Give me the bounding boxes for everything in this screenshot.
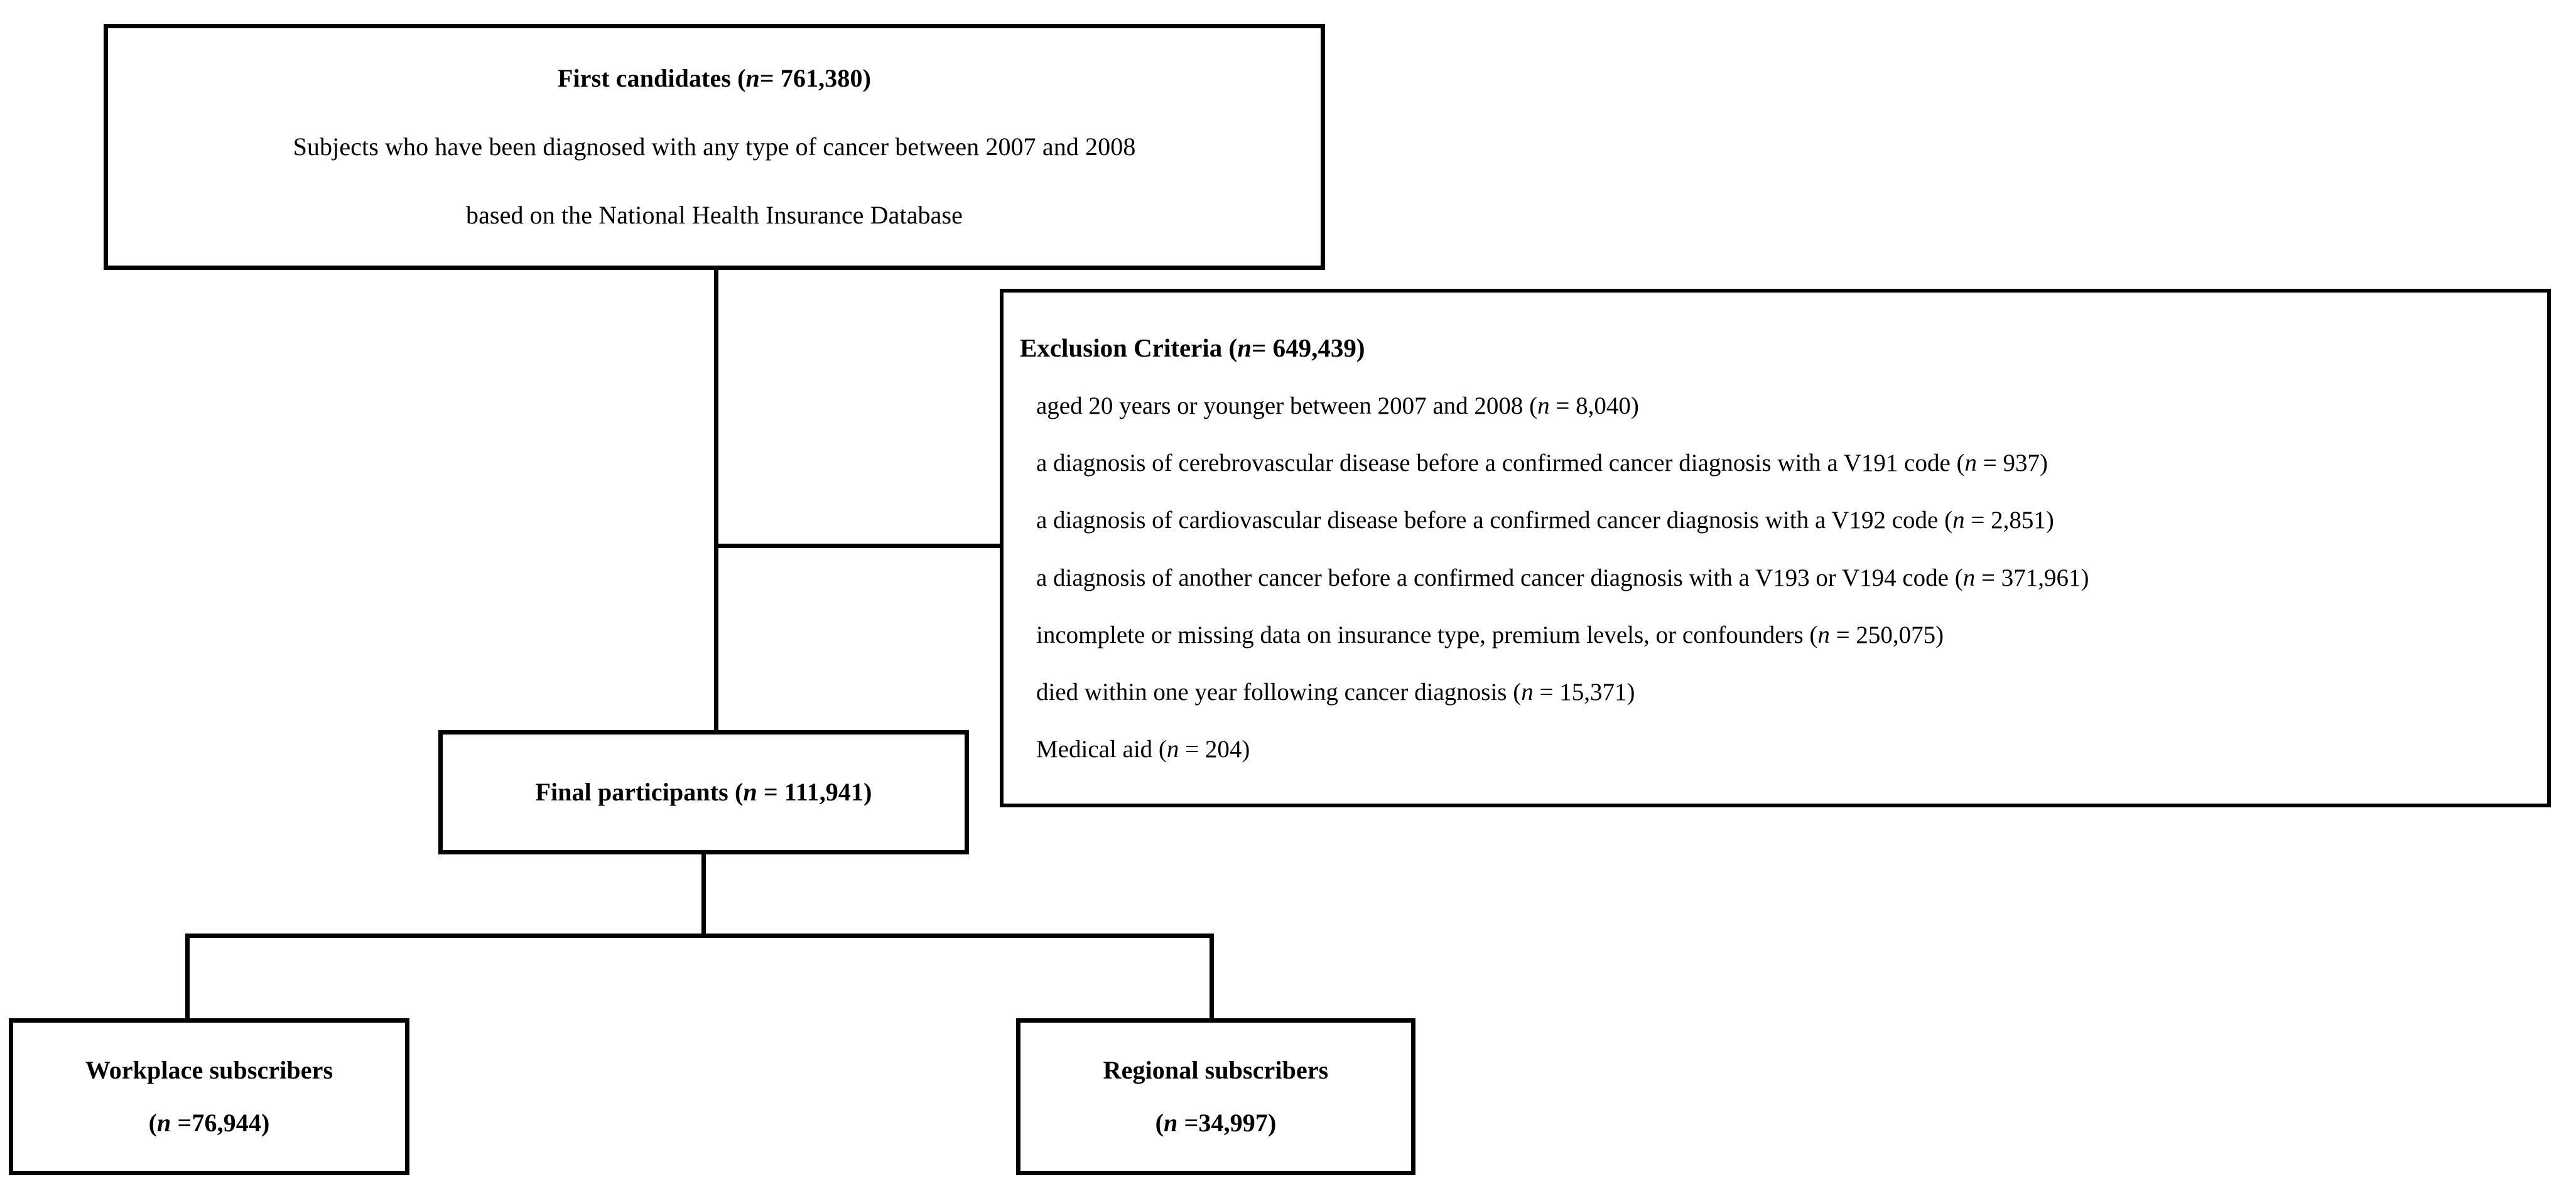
exclusion-item-another-cancer: a diagnosis of another cancer before a c… (1036, 564, 2089, 591)
exclusion-item-incomplete-data: incomplete or missing data on insurance … (1036, 621, 1944, 649)
first-candidates-line-2: based on the National Health Insurance D… (465, 200, 963, 229)
connector-workplace-drop (185, 934, 190, 1021)
first-candidates-line-1: Subjects who have been diagnosed with an… (293, 132, 1136, 161)
first-candidates-title: First candidates (n= 761,380) (557, 64, 872, 93)
connector-main-stem (714, 270, 718, 731)
connector-exclusion-branch (714, 544, 1002, 548)
regional-subscribers-title: Regional subscribers (1103, 1056, 1329, 1085)
first-candidates-box: First candidates (n= 761,380) Subjects w… (104, 24, 1325, 270)
exclusion-item-cardiovascular: a diagnosis of cardiovascular disease be… (1036, 507, 2054, 534)
workplace-subscribers-count: (n =76,944) (148, 1108, 270, 1137)
connector-split-bar (185, 934, 1214, 938)
workplace-subscribers-box: Workplace subscribers (n =76,944) (9, 1018, 409, 1175)
exclusion-item-cerebrovascular: a diagnosis of cerebrovascular disease b… (1036, 449, 2048, 477)
final-participants-title: Final participants (n = 111,941) (535, 778, 872, 806)
exclusion-item-medical-aid: Medical aid (n = 204) (1036, 735, 1250, 763)
exclusion-item-age: aged 20 years or younger between 2007 an… (1036, 392, 1639, 420)
exclusion-item-died-one-year: died within one year following cancer di… (1036, 678, 1635, 706)
exclusion-criteria-title: Exclusion Criteria (n= 649,439) (1020, 333, 1365, 363)
connector-regional-drop (1210, 934, 1214, 1021)
connector-split-stem (701, 853, 706, 937)
regional-subscribers-box: Regional subscribers (n =34,997) (1016, 1018, 1415, 1175)
exclusion-criteria-box: Exclusion Criteria (n= 649,439) aged 20 … (1000, 289, 2551, 807)
final-participants-box: Final participants (n = 111,941) (438, 730, 969, 854)
workplace-subscribers-title: Workplace subscribers (85, 1056, 333, 1085)
regional-subscribers-count: (n =34,997) (1155, 1108, 1277, 1137)
